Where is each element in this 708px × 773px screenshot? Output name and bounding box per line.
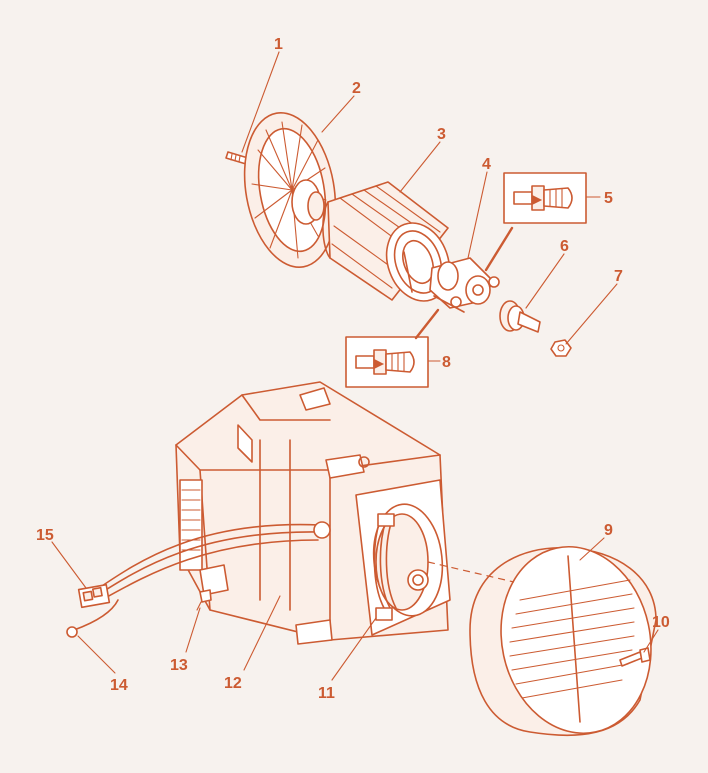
callout-1: 1 (274, 36, 283, 53)
callout-7: 7 (614, 268, 623, 285)
callout-5: 5 (604, 190, 613, 207)
callout-14: 14 (110, 677, 128, 694)
callout-labels: 1 2 3 4 5 6 7 8 9 10 11 12 13 14 15 (36, 36, 670, 702)
part-3-rotor (322, 181, 451, 302)
callout-4: 4 (482, 156, 491, 173)
callout-2: 2 (352, 80, 361, 97)
callout-3: 3 (437, 126, 446, 143)
callout-11: 11 (318, 685, 335, 702)
part-13-screw (196, 589, 212, 611)
part-4-brush-holder-assembly (429, 257, 500, 313)
callout-6: 6 (560, 238, 569, 255)
callout-10: 10 (652, 614, 670, 631)
callout-8: 8 (442, 354, 451, 371)
part-5-brush-detail-box (503, 172, 587, 224)
part-6-bearing-washer (499, 300, 541, 333)
assembly-axis-line (427, 561, 515, 583)
part-2-cooling-fan (243, 112, 337, 268)
part-8-brush-detail-box (345, 336, 429, 388)
callout-15: 15 (36, 527, 54, 544)
callout-12: 12 (224, 675, 242, 692)
part-15-wire-harness-connector (77, 521, 331, 609)
leader-lines (51, 51, 659, 681)
part-11-stator-winding (355, 479, 451, 636)
callout-9: 9 (604, 522, 613, 539)
part-9-end-cover (469, 545, 657, 737)
part-10-screw (619, 647, 651, 667)
callout-13: 13 (170, 657, 188, 674)
part-14-ground-terminal (66, 599, 119, 638)
